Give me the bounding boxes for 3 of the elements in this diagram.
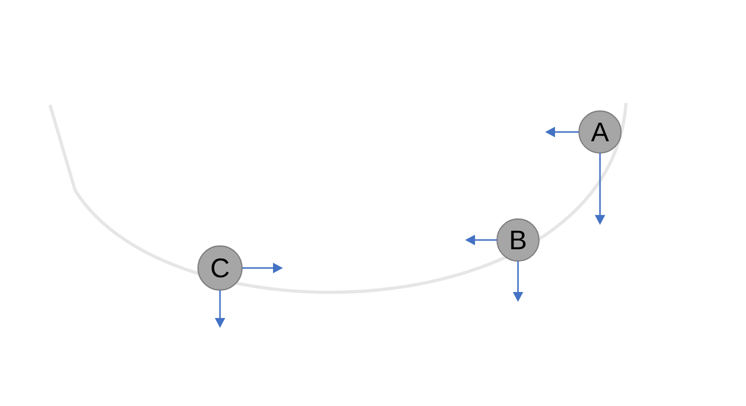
ball: B [496,218,540,262]
ball: C [197,245,243,291]
ball: A [578,110,622,154]
